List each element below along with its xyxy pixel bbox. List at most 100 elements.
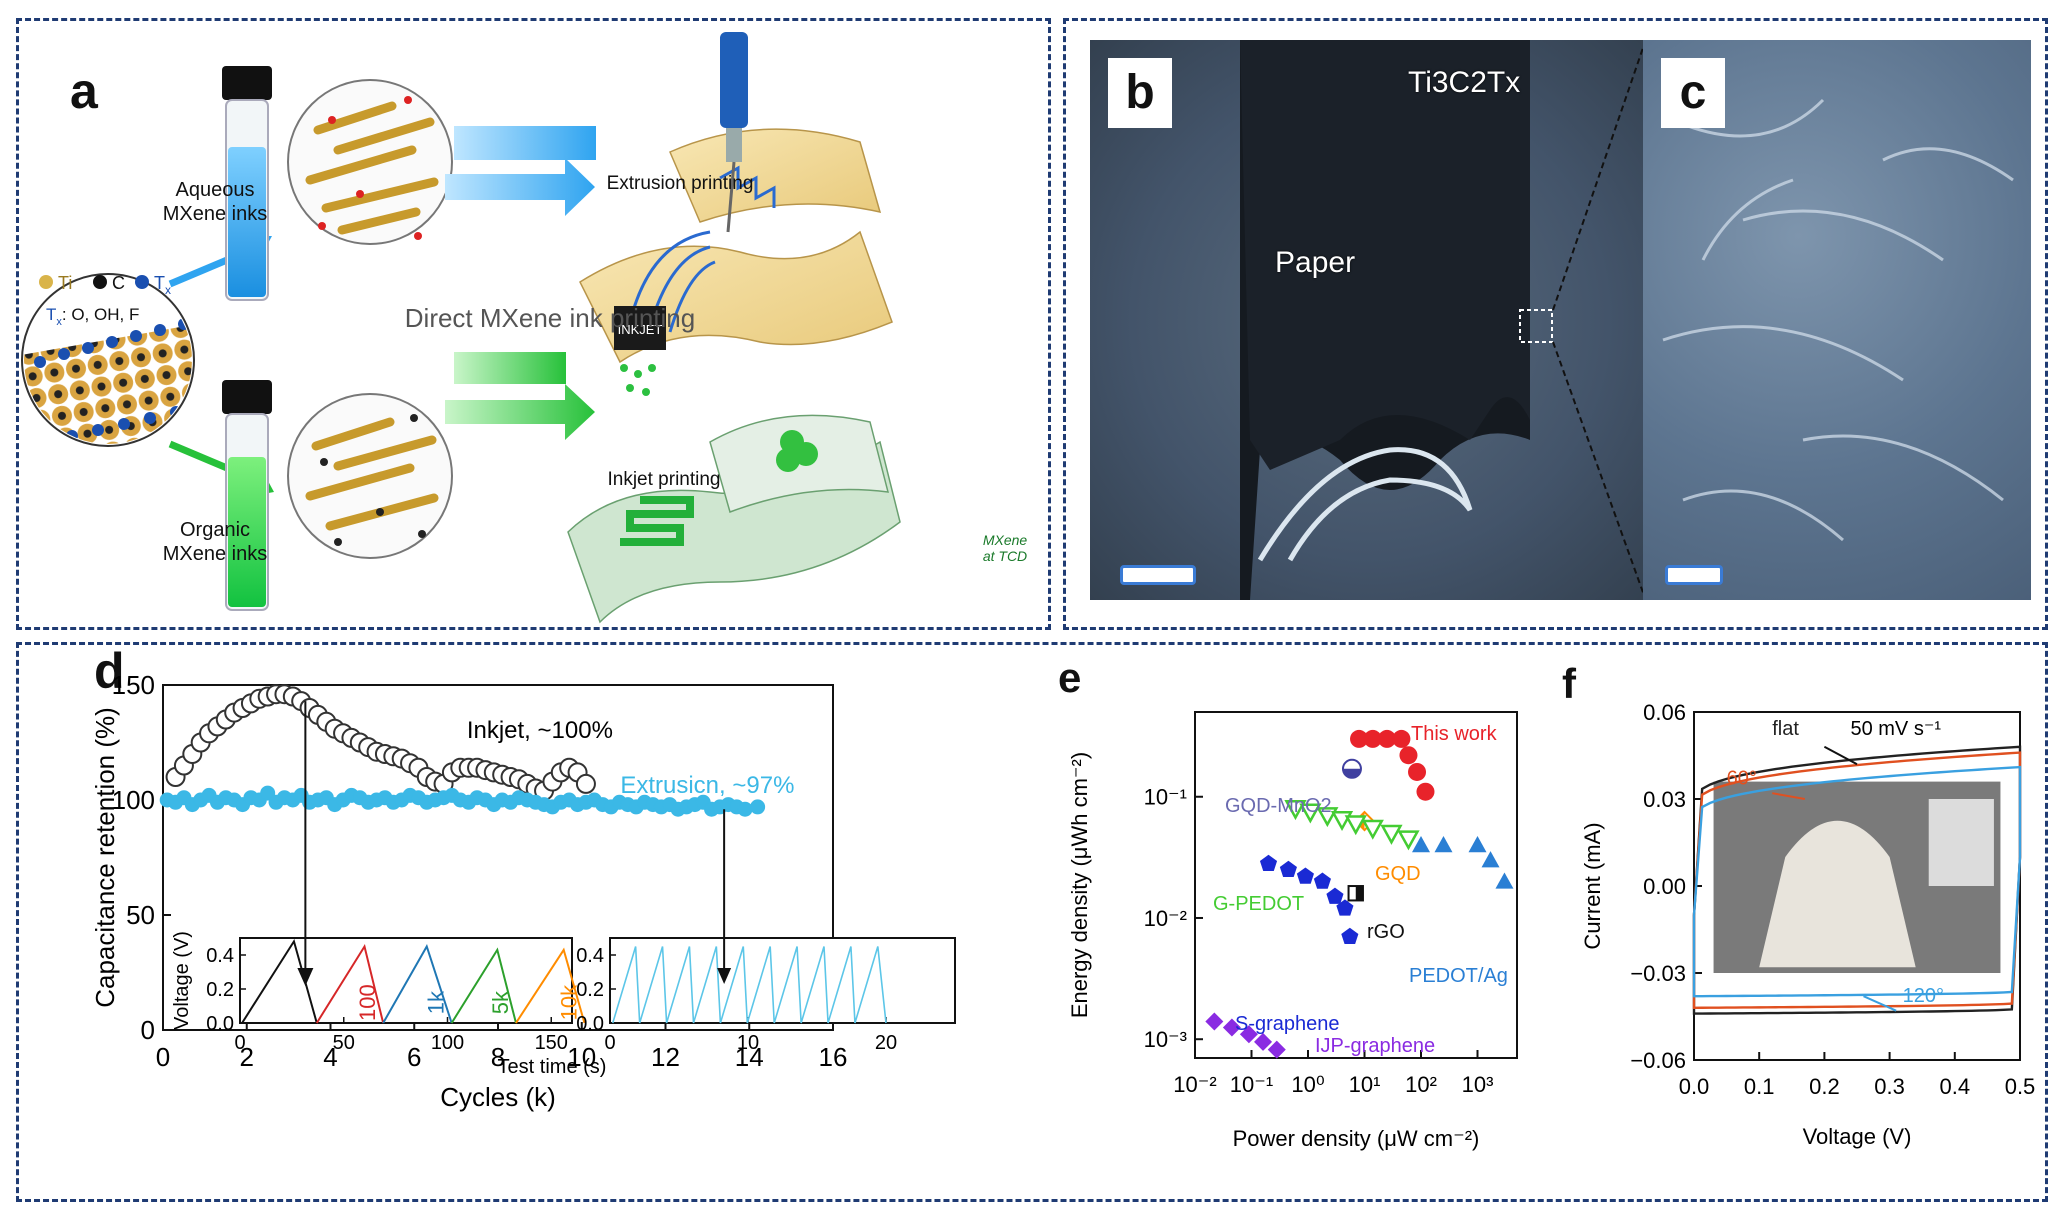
d-point-extrusion bbox=[737, 801, 753, 817]
d-inset1-x-tick-label: 50 bbox=[333, 1032, 355, 1054]
e-series-label: G-PEDOT bbox=[1213, 893, 1304, 915]
d-inkjet-annotation: Inkjet, ~100% bbox=[467, 717, 613, 744]
d-inset1-curve bbox=[515, 947, 586, 1024]
zoom-lines bbox=[1552, 41, 1646, 599]
panel-d-label: d bbox=[94, 643, 125, 699]
extrusion-arrow bbox=[445, 126, 596, 216]
d-inset1-y-tick-label: 0.0 bbox=[206, 1013, 234, 1035]
d-inset1-curve bbox=[315, 943, 385, 1024]
e-series-label: rGO bbox=[1367, 921, 1405, 943]
e-x-tick-label: 10⁰ bbox=[1291, 1072, 1324, 1097]
e-x-axis-label: Power density (μW cm⁻²) bbox=[1233, 1126, 1480, 1151]
e-series-label: PEDOT/Ag bbox=[1409, 965, 1508, 987]
d-inset1-x-tick-label: 0 bbox=[234, 1032, 245, 1054]
e-point-ijp-graphene bbox=[1239, 1025, 1258, 1044]
d-inset2-y-tick-label: 0.4 bbox=[576, 945, 604, 967]
e-point-g-pedot bbox=[1380, 824, 1403, 845]
panel-a-frame bbox=[16, 18, 1051, 630]
d-inset1-curve bbox=[382, 944, 453, 1024]
e-y-tick-label: 10⁻¹ bbox=[1144, 785, 1187, 810]
organic-flakes bbox=[287, 393, 453, 559]
panel-b-label: b bbox=[1108, 58, 1172, 128]
e-point-s-graphene bbox=[1313, 872, 1331, 889]
f-x-tick-label: 0.3 bbox=[1874, 1074, 1905, 1099]
f-series-label-flat: flat bbox=[1772, 718, 1799, 740]
d-inset2-x-tick-label: 0 bbox=[604, 1032, 615, 1054]
scale-bar-c bbox=[1665, 565, 1723, 585]
e-point-pedot-ag bbox=[1434, 835, 1453, 853]
e-series-label: GQD-MnO2 bbox=[1225, 795, 1332, 817]
sem-image-b: b Ti3C2Tx Paper bbox=[1090, 40, 1650, 600]
d-inset1-cycle-label: 10k bbox=[556, 984, 581, 1020]
d-x-tick-label: 10 bbox=[567, 1042, 596, 1072]
d-inset1-x-axis-label: Test time (s) bbox=[498, 1056, 607, 1078]
svg-text:C: C bbox=[112, 273, 125, 293]
e-x-tick-label: 10⁻² bbox=[1173, 1072, 1216, 1097]
e-point-g-pedot bbox=[1299, 803, 1322, 824]
d-inset1-curve bbox=[450, 947, 517, 1024]
paper-mxene-text: MXene at TCD bbox=[982, 532, 1028, 564]
material-label: Ti3C2Tx bbox=[1408, 66, 1521, 99]
e-point-this-work bbox=[1350, 729, 1369, 748]
f-arrow-flat bbox=[1823, 745, 1858, 766]
e-point-s-graphene bbox=[1259, 854, 1278, 872]
d-inset1-x-tick-label: 150 bbox=[535, 1032, 568, 1054]
e-point-ijp-graphene bbox=[1205, 1012, 1224, 1031]
d-inset2-y-tick-label: 0.0 bbox=[576, 1013, 604, 1035]
e-point-gqd-mno2 bbox=[1342, 768, 1361, 778]
organic-inks-label: Organic MXene inks bbox=[162, 519, 268, 565]
f-x-tick-label: 0.0 bbox=[1679, 1074, 1710, 1099]
e-point-g-pedot bbox=[1344, 815, 1367, 836]
f-x-tick-label: 0.1 bbox=[1744, 1074, 1775, 1099]
d-x-tick-label: 8 bbox=[491, 1042, 505, 1072]
e-point-s-graphene bbox=[1296, 867, 1314, 884]
d-x-tick-label: 16 bbox=[819, 1042, 848, 1072]
svg-text:Tx: Tx bbox=[154, 273, 171, 297]
d-inset2-x-tick-label: 10 bbox=[737, 1032, 759, 1054]
e-point-ijp-graphene bbox=[1222, 1018, 1241, 1037]
e-point-ijp-graphene bbox=[1267, 1040, 1286, 1059]
e-y-axis-label: Energy density (μWh cm⁻²) bbox=[1067, 752, 1092, 1018]
d-x-tick-label: 12 bbox=[651, 1042, 680, 1072]
d-x-tick-label: 14 bbox=[735, 1042, 764, 1072]
d-inset1-x-tick-label: 100 bbox=[431, 1032, 464, 1054]
d-point-extrusion bbox=[260, 785, 276, 801]
d-x-tick-label: 0 bbox=[156, 1042, 170, 1072]
e-y-tick-label: 10⁻² bbox=[1144, 906, 1187, 931]
d-y-tick-label: 150 bbox=[112, 670, 155, 700]
d-x-tick-label: 6 bbox=[407, 1042, 421, 1072]
f-cv-loop bbox=[1692, 765, 2022, 998]
e-point-pedot-ag bbox=[1412, 835, 1431, 853]
panel-a-schematic: Ti C Tx Tx: O, OH, F bbox=[21, 32, 901, 624]
aqueous-flakes bbox=[287, 79, 453, 245]
panel-def-frame bbox=[16, 642, 2048, 1202]
inkjet-printed-paper: INKJET bbox=[567, 306, 901, 624]
e-point-this-work bbox=[1399, 746, 1418, 765]
d-y-tick-label: 100 bbox=[112, 785, 155, 815]
e-point-g-pedot bbox=[1361, 819, 1384, 840]
svg-text:Ti: Ti bbox=[58, 273, 72, 293]
inkjet-arrow bbox=[445, 352, 595, 440]
e-plot-frame bbox=[1194, 711, 1518, 1059]
e-point-rgo bbox=[1355, 886, 1363, 901]
d-inset2-y-tick-label: 0.2 bbox=[576, 979, 604, 1001]
aqueous-vial bbox=[222, 66, 272, 301]
d-inset1-y-axis-label: Voltage (V) bbox=[171, 931, 193, 1030]
d-inset1-frame bbox=[239, 937, 573, 1024]
panel-f-label: f bbox=[1562, 660, 1576, 707]
e-point-s-graphene bbox=[1341, 927, 1359, 945]
extrusion-printing-label: Extrusion printing bbox=[606, 173, 754, 194]
d-inset1-y-tick-label: 0.4 bbox=[206, 945, 234, 967]
d-y-tick-label: 50 bbox=[126, 900, 155, 930]
f-x-tick-label: 0.4 bbox=[1940, 1074, 1971, 1099]
e-x-tick-label: 10² bbox=[1405, 1072, 1437, 1097]
d-y-axis-label: Capacitance retention (%) bbox=[90, 707, 120, 1008]
f-scan-rate: 50 mV s⁻¹ bbox=[1850, 718, 1941, 740]
d-inset2-curve bbox=[611, 946, 887, 1024]
f-series-label-60: 60° bbox=[1727, 768, 1757, 790]
d-inset1-cycle-label: 1k bbox=[424, 990, 449, 1014]
d-x-tick-label: 2 bbox=[240, 1042, 254, 1072]
f-series-label-120: 120° bbox=[1903, 985, 1944, 1007]
